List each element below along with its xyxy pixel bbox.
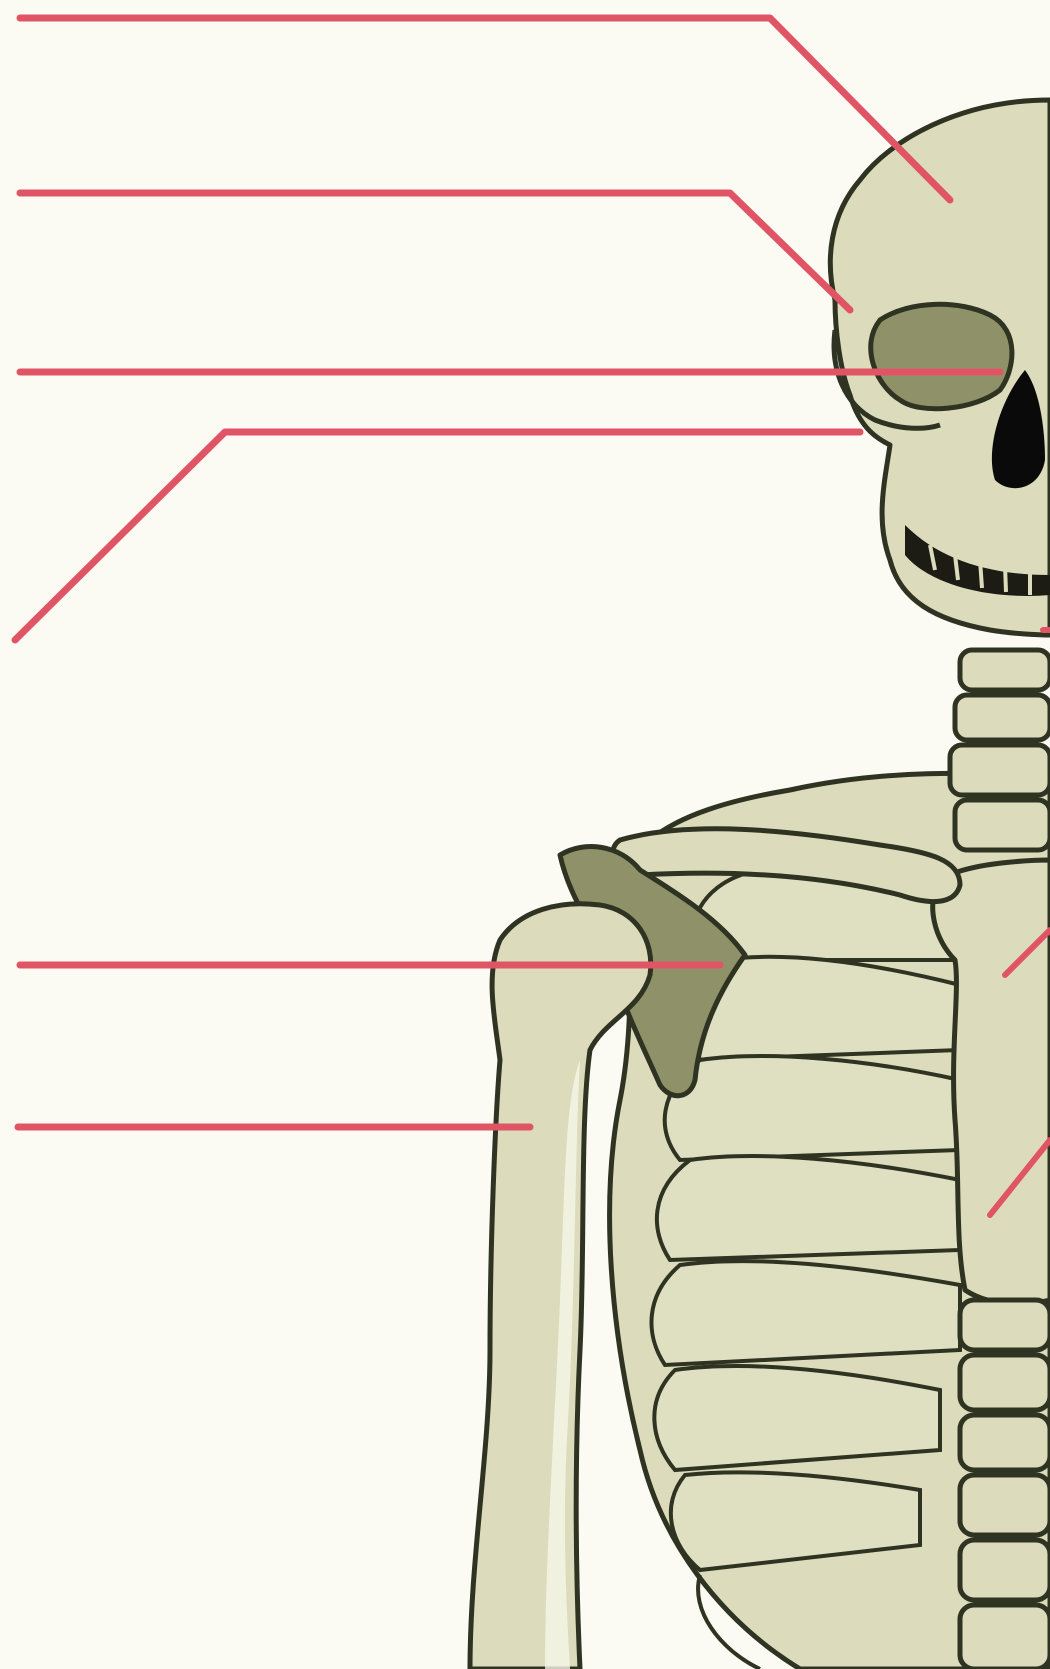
skeleton-illustration [470, 100, 1050, 1669]
leader-line-2 [20, 193, 850, 310]
leader-line-1 [20, 18, 950, 200]
leader-line-4 [15, 432, 860, 640]
cervical-vertebrae [950, 650, 1050, 850]
eye-socket [871, 304, 1012, 408]
spine [960, 1300, 1050, 1669]
